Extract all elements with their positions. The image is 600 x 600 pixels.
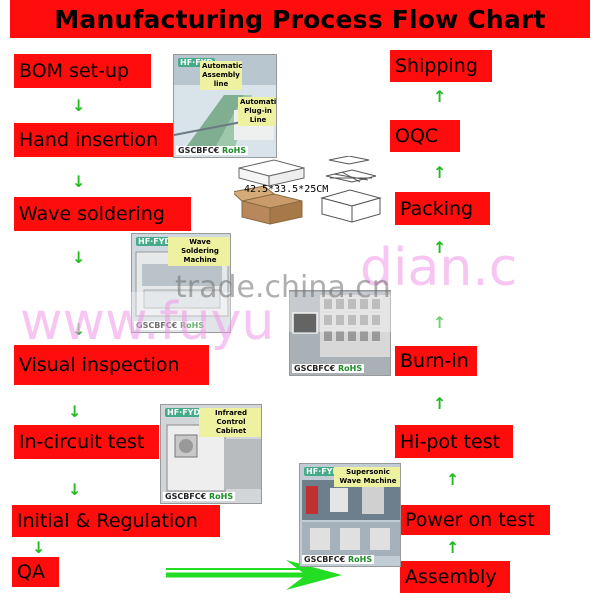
photo-caption: Supersonic Wave Machine [334,467,400,487]
arrow-down-icon: ↓ [32,538,46,557]
certification-marks: GSCBFC€ RoHS [302,555,375,564]
step-label: OQC [395,125,439,147]
carton-dimensions: 42.5*33.5*25CM [244,184,329,195]
step-label: In-circuit test [19,431,145,453]
photo-caption: Infrared Control Cabinet [199,408,261,437]
step-oqc: OQC [390,120,460,152]
step-qa: QA [12,557,59,587]
step-in-circuit-test: In-circuit test [14,425,159,459]
step-label: Initial & Regulation [17,510,198,532]
packing-illustration: 42.5*33.5*25CM [234,156,386,226]
step-label: Hi-pot test [400,430,501,453]
step-hi-pot-test: Hi-pot test [395,425,513,458]
infrared-cabinet-image-icon [166,424,261,492]
brand-logo: HF·FYD [178,58,216,67]
burn-in-rack-image-icon [292,295,390,357]
step-label: Burn-in [400,350,469,372]
carton-box-icon [234,156,382,225]
arrow-up-icon: ↑ [433,394,447,413]
flow-arrow-right-icon [166,560,342,590]
arrow-down-icon: ↓ [68,402,82,421]
step-wave-soldering: Wave soldering [14,197,191,231]
burn-in-photo: GSCBFC€ RoHS [289,290,391,376]
arrow-up-icon: ↑ [446,538,460,557]
photo-caption: Automatic Assembly line [200,61,243,90]
wave-soldering-photo: HF·FYD Wave Soldering Machine GSCBFC€ Ro… [131,233,231,333]
photo-caption: Automatic Plug-in Line [238,97,277,126]
step-packing: Packing [395,192,490,225]
step-shipping: Shipping [390,50,492,82]
arrow-up-icon: ↑ [433,163,447,182]
step-label: Wave soldering [19,203,165,225]
step-burn-in: Burn-in [395,346,477,376]
step-label: Visual inspection [19,354,180,376]
arrow-down-icon: ↓ [72,320,86,339]
arrow-down-icon: ↓ [72,96,86,115]
arrow-down-icon: ↓ [68,480,82,499]
certification-marks: GSCBFC€ RoHS [163,492,236,501]
infrared-cabinet-photo: HF·FYD Infrared Control Cabinet GSCBFC€ … [160,404,262,504]
step-assembly: Assembly [400,561,510,593]
step-label: BOM set-up [19,60,130,82]
arrow-down-icon: ↓ [72,248,86,267]
brand-logo: HF·FYD [304,467,342,476]
step-hand-insertion: Hand insertion [14,123,174,157]
step-visual-inspection: Visual inspection [14,345,209,385]
step-bom-setup: BOM set-up [14,54,151,88]
brand-logo: HF·FYD [136,237,174,246]
arrow-up-icon: ↑ [433,238,447,257]
page-title: Manufacturing Process Flow Chart [54,4,546,34]
step-label: Shipping [395,55,478,77]
certification-marks: GSCBFC€ RoHS [292,364,365,373]
certification-marks: GSCBFC€ RoHS [134,321,207,330]
step-power-on-test: Power on test [400,505,550,535]
step-initial-regulation: Initial & Regulation [12,505,220,537]
supersonic-machine-photo: HF·FYD Supersonic Wave Machine GSCBFC€ R… [299,463,401,567]
title-bar: Manufacturing Process Flow Chart [10,0,590,38]
arrow-up-icon: ↑ [433,87,447,106]
arrow-up-icon: ↑ [433,313,447,332]
step-label: Hand insertion [19,129,159,151]
step-label: Power on test [405,509,535,531]
photo-caption: Wave Soldering Machine [168,237,230,266]
arrow-down-icon: ↓ [72,172,86,191]
certification-marks: GSCBFC€ RoHS [176,146,249,155]
arrow-up-icon: ↑ [446,470,460,489]
step-label: QA [17,561,45,583]
brand-logo: HF·FYD [165,408,203,417]
step-label: Packing [400,197,474,220]
assembly-line-photo: HF·FYD Automatic Assembly line Automatic… [173,54,277,158]
step-label: Assembly [405,566,497,588]
